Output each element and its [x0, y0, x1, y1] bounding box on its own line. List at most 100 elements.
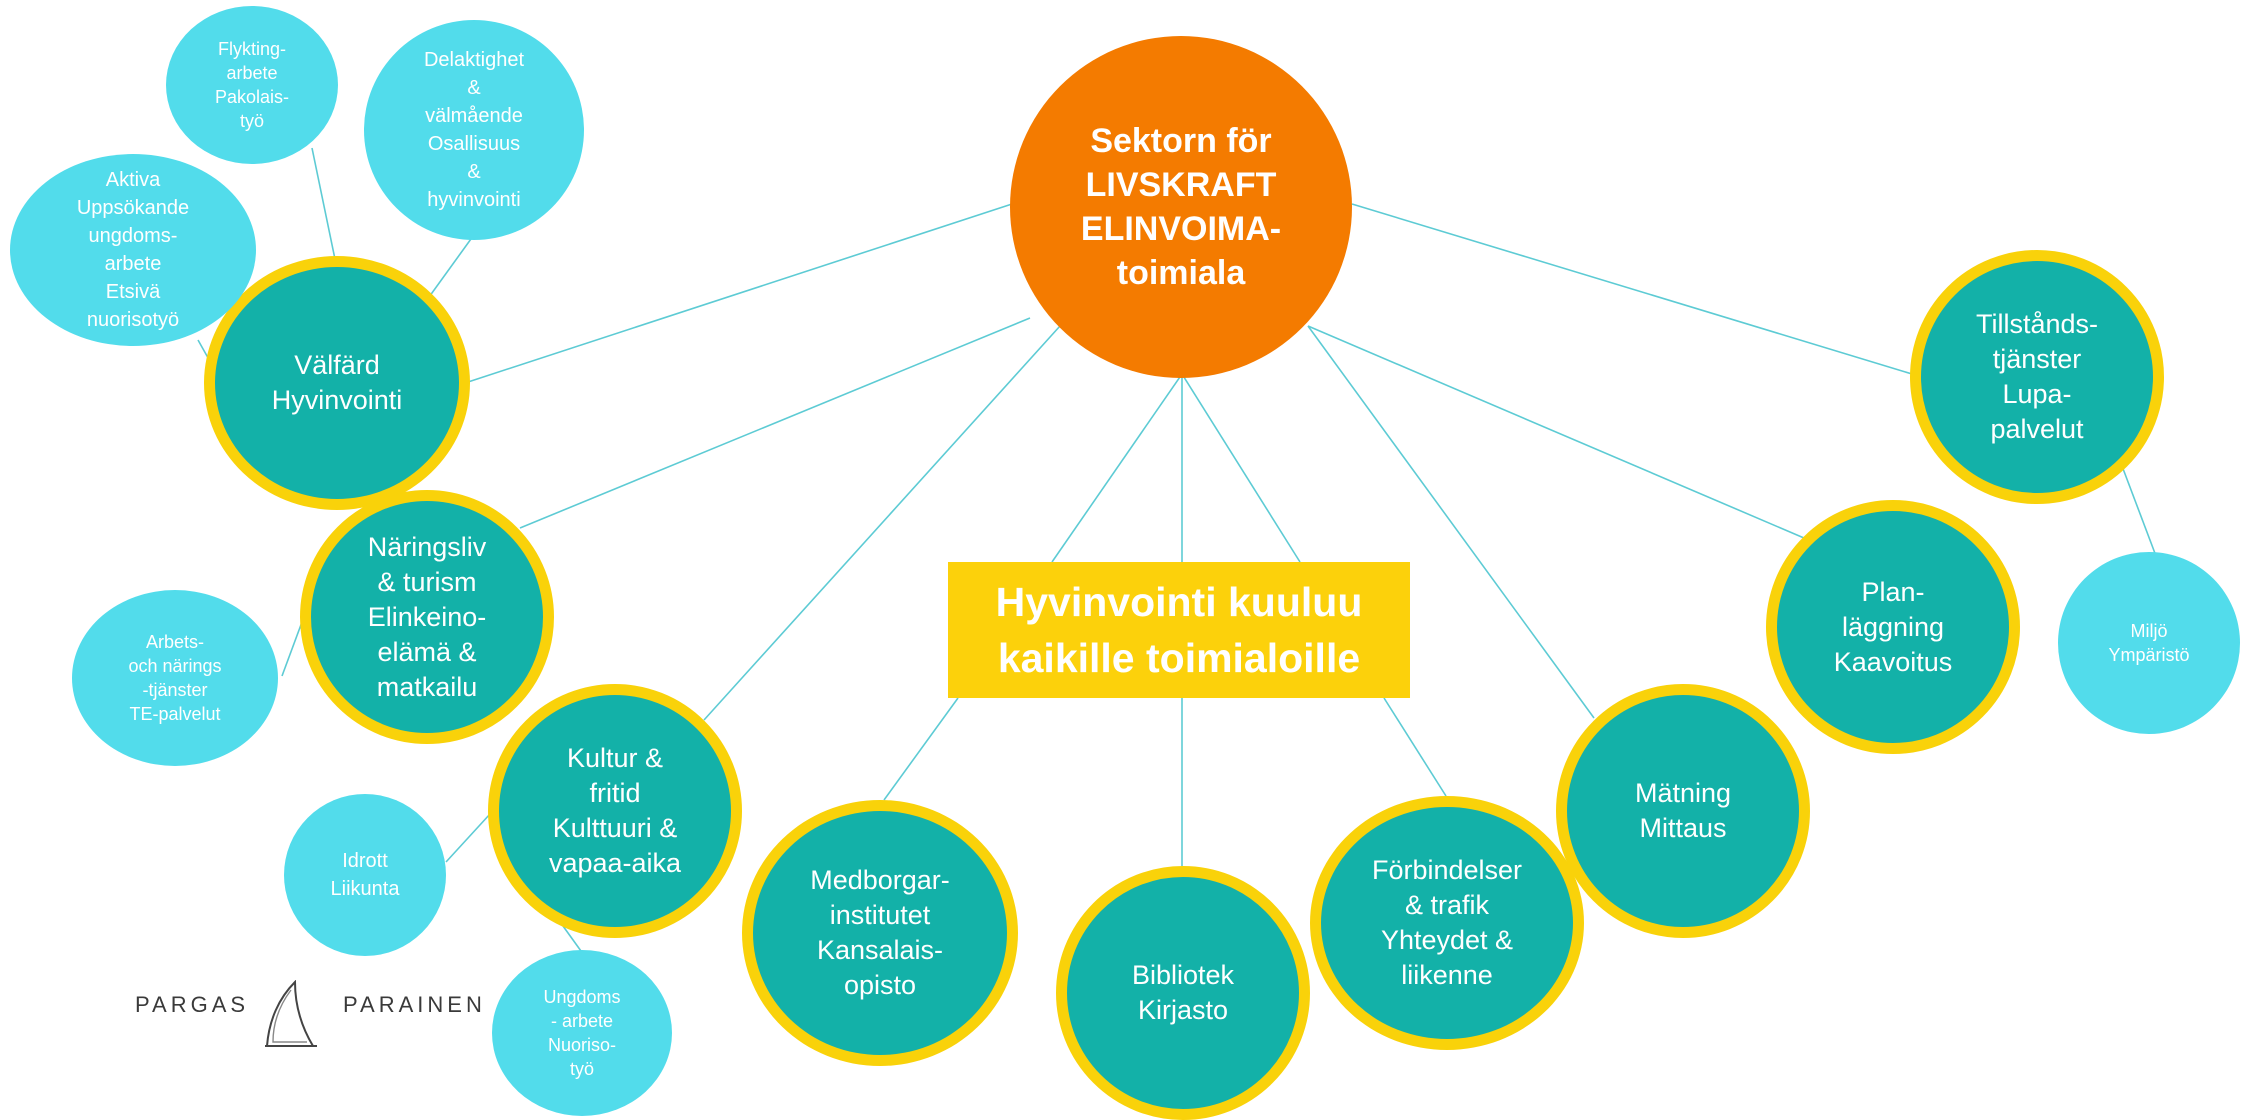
banner-statement: Hyvinvointi kuuluu kaikille toimialoille [948, 562, 1410, 698]
subnode-label-line: Nuoriso- [547, 1035, 617, 1055]
subnode-label-line: Pakolais- [214, 87, 290, 107]
node-label-line: tjänster [1992, 344, 2082, 374]
subnode-ungdoms: Ungdoms - arbete Nuoriso- työ [492, 950, 672, 1116]
node-label-line: elämä & [377, 636, 477, 667]
connector-kultur-idrott [445, 813, 491, 863]
center-line: toimiala [1116, 254, 1246, 292]
node-label-line: läggning [1841, 611, 1945, 642]
connector-banner-forbindelser [1383, 697, 1447, 797]
connector-center-naringsliv [519, 317, 1031, 529]
subnode-label-line: -tjänster [142, 680, 208, 700]
subnode-label-line: & [467, 77, 481, 99]
subnode-label-line: Ungdoms [543, 987, 621, 1007]
node-label-line: & turism [377, 566, 477, 597]
subnode-label-line: nuorisotyö [86, 309, 180, 331]
node-label-line: Yhteydet & [1380, 925, 1514, 955]
node-bibliotek: Bibliotek Kirjasto [1056, 866, 1310, 1120]
connector-center-valfard [467, 203, 1013, 383]
node-label-line: liikenne [1401, 960, 1493, 990]
connector-tillstands-miljo [2121, 465, 2157, 557]
node-label-line: Näringsliv [367, 531, 487, 562]
node-label-line: matkailu [376, 671, 478, 702]
node-naringsliv: Näringsliv & turism Elinkeino- elämä & m… [300, 490, 554, 744]
connector-center-banner-left [1051, 373, 1183, 563]
subnode-aktiva: Aktiva Uppsökande ungdoms- arbete Etsivä… [10, 154, 256, 346]
subnode-label-line: työ [569, 1059, 594, 1079]
connector-center-planlaggning [1307, 325, 1805, 539]
subnode-label-line: arbete [104, 253, 162, 275]
subnode-label-line: Arbets- [145, 632, 205, 652]
node-label-line: palvelut [1990, 414, 2084, 444]
center-line: ELINVOIMA- [1080, 210, 1282, 248]
logo-left-word: PARGAS [135, 992, 250, 1017]
node-label-line: Kultur & [566, 743, 664, 773]
subnode-label-line: Uppsökande [76, 197, 190, 219]
center-sector-node: Sektorn för LIVSKRAFT ELINVOIMA- toimial… [1010, 36, 1352, 378]
node-matning: Mätning Mittaus [1556, 684, 1810, 938]
subnode-idrott: Idrott Liikunta [284, 794, 446, 956]
node-label-line: vapaa-aika [548, 848, 682, 878]
node-planlaggning: Plan- läggning Kaavoitus [1766, 500, 2020, 754]
subnode-label-line: Osallisuus [427, 133, 521, 155]
pargas-parainen-logo: PARGAS PARAINEN [135, 980, 482, 1050]
connector-center-matning [1307, 325, 1595, 719]
banner-line: kaikille toimialoille [997, 635, 1361, 681]
sail-icon [265, 980, 317, 1047]
subnode-label-line: arbete [226, 63, 278, 83]
subnode-label-line: Flykting- [217, 39, 286, 59]
node-label-line: Välfärd [294, 350, 380, 380]
subnode-label-line: välmående [425, 105, 523, 127]
connector-banner-medborgar [883, 697, 959, 801]
node-medborgar: Medborgar- institutet Kansalais- opisto [742, 800, 1018, 1066]
node-label-line: Bibliotek [1131, 960, 1235, 990]
subnode-label-line: hyvinvointi [427, 189, 521, 211]
subnode-label-line: & [467, 161, 481, 183]
subnode-label-line: TE-palvelut [129, 704, 221, 724]
banner-line: Hyvinvointi kuuluu [995, 579, 1363, 625]
node-label-line: Medborgar- [810, 865, 950, 895]
subnode-label-line: Liikunta [330, 878, 400, 900]
node-label-line: Mätning [1634, 778, 1732, 808]
node-label-line: Plan- [1861, 576, 1925, 607]
center-line: Sektorn för [1090, 122, 1272, 160]
node-valfard: Välfärd Hyvinvointi [204, 256, 470, 510]
node-label-line: Lupa- [2002, 379, 2072, 409]
center-line: LIVSKRAFT [1085, 166, 1277, 204]
subnode-miljo: Miljö Ympäristö [2058, 552, 2240, 734]
subnode-label-line: Ympäristö [2108, 645, 2190, 665]
node-label-line: Tillstånds- [1975, 309, 2099, 339]
node-label-line: Kaavoitus [1833, 646, 1953, 677]
subnode-label-line: ungdoms- [88, 225, 178, 247]
node-label-line: Kirjasto [1137, 995, 1229, 1025]
node-forbindelser: Förbindelser & trafik Yhteydet & liikenn… [1310, 796, 1584, 1050]
subnode-label-line: Delaktighet [423, 49, 525, 71]
connector-center-banner-right [1181, 373, 1301, 563]
node-label-line: Mittaus [1639, 813, 1727, 843]
node-label-line: Kulttuuri & [552, 813, 678, 843]
connector-naringsliv-arbets [281, 621, 303, 677]
node-label-line: Förbindelser [1371, 855, 1523, 885]
subnode-arbets: Arbets- och närings -tjänster TE-palvelu… [72, 590, 278, 766]
subnode-flykting: Flykting- arbete Pakolais- työ [166, 6, 338, 164]
logo-right-word: PARAINEN [343, 992, 486, 1017]
subnode-label-line: och närings [128, 656, 222, 676]
connector-valfard-flykting [311, 147, 337, 265]
subnode-label-line: Idrott [342, 850, 388, 872]
node-label-line: institutet [829, 900, 931, 930]
node-kultur: Kultur & fritid Kulttuuri & vapaa-aika [488, 684, 742, 938]
connector-center-kultur [703, 325, 1061, 721]
node-label-line: opisto [843, 970, 917, 1000]
subnode-label-line: työ [239, 111, 264, 131]
subnode-label-line: Miljö [2130, 621, 2168, 641]
node-label-line: & trafik [1404, 890, 1490, 920]
node-label-line: Kansalais- [816, 935, 944, 965]
subnode-label-line: - arbete [550, 1011, 614, 1031]
subnode-label-line: Etsivä [105, 281, 161, 303]
subnode-delaktighet: Delaktighet & välmående Osallisuus & hyv… [364, 20, 584, 240]
subnode-label-line: Aktiva [105, 169, 161, 191]
node-label-line: fritid [589, 778, 641, 808]
node-label-line: Hyvinvointi [271, 385, 403, 415]
connector-valfard-delaktighet [423, 231, 477, 305]
node-tillstands: Tillstånds- tjänster Lupa- palvelut [1910, 250, 2164, 504]
connector-center-tillstands [1351, 203, 1913, 375]
